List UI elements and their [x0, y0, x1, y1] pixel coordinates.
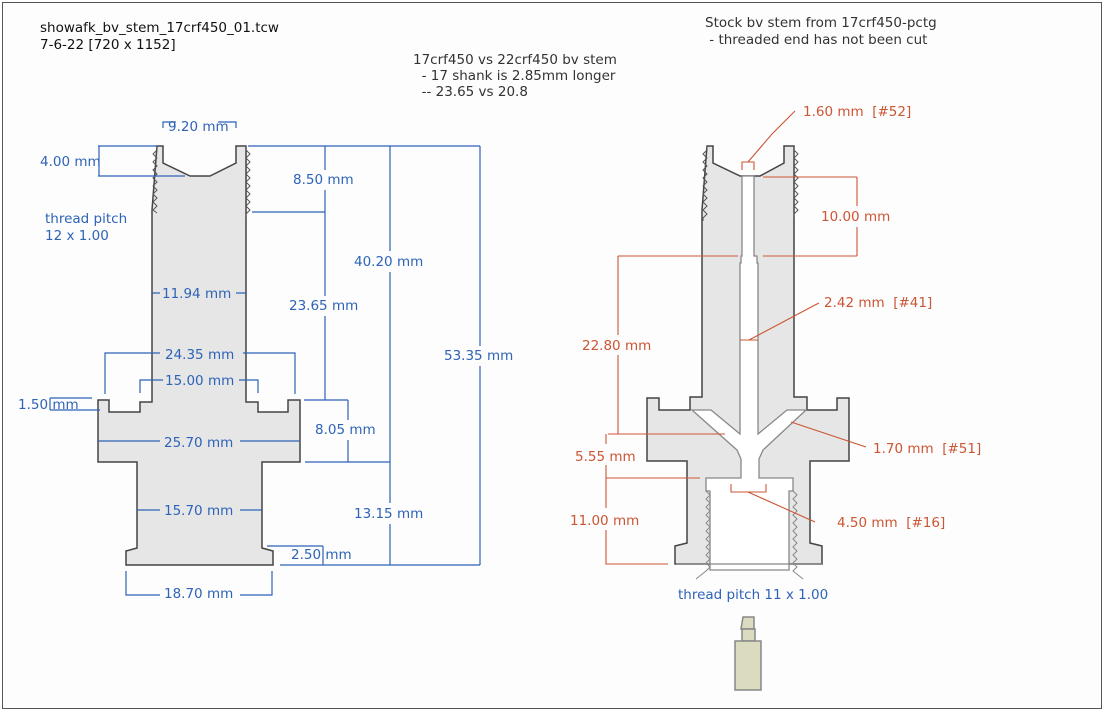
left-dimension-labels: 9.20 mm 4.00 mm thread pitch 12 x 1.00 8…	[18, 119, 513, 602]
valve-insert-part	[734, 616, 762, 691]
dim-shank-length: 23.65 mm	[289, 298, 358, 314]
dim-flange-dia: 25.70 mm	[164, 435, 233, 451]
dim-top-width: 9.20 mm	[168, 119, 229, 135]
dim-base-dia: 15.70 mm	[164, 503, 233, 519]
left-stem-part	[97, 145, 301, 566]
thread-pitch-label: thread pitch	[45, 211, 127, 227]
dim-cup-depth: 4.00 mm	[40, 154, 101, 170]
dim-thread-length: 8.50 mm	[293, 172, 354, 188]
dim-foot-height: 2.50 mm	[291, 547, 352, 563]
dim-thread-depth: 11.00 mm	[570, 513, 639, 529]
right-dimension-lines	[605, 110, 867, 565]
dim-to-flange: 40.20 mm	[354, 254, 423, 270]
dim-foot-dia: 18.70 mm	[164, 586, 233, 602]
left-dimension-lines	[49, 121, 481, 596]
right-thread-pitch: thread pitch 11 x 1.00	[678, 587, 828, 603]
dim-shank-dia: 11.94 mm	[162, 286, 231, 302]
note-comparison-1: 17crf450 vs 22crf450 bv stem	[413, 52, 617, 68]
dim-base-length: 13.15 mm	[354, 506, 423, 522]
file-title: showafk_bv_stem_17crf450_01.tcw	[40, 20, 279, 36]
dim-chamber: 5.55 mm	[575, 449, 636, 465]
right-stem-part	[646, 145, 850, 580]
note-comparison-2: - 17 shank is 2.85mm longer	[413, 68, 616, 84]
right-dimension-labels: 1.60 mm [#52] 10.00 mm 2.42 mm [#41] 22.…	[570, 104, 981, 603]
file-date: 7-6-22 [720 x 1152]	[40, 37, 176, 53]
dim-lip: 1.50 mm	[18, 397, 79, 413]
dim-groove-inner: 15.00 mm	[165, 373, 234, 389]
dim-top-hole-depth: 10.00 mm	[821, 209, 890, 225]
dim-angled-holes: 1.70 mm [#51]	[873, 441, 981, 457]
dim-bore: 2.42 mm [#41]	[824, 295, 932, 311]
note-comparison-3: -- 23.65 vs 20.8	[413, 84, 528, 100]
dim-bore-depth: 22.80 mm	[582, 338, 651, 354]
dim-groove-outer: 24.35 mm	[165, 347, 234, 363]
note-stock-2: - threaded end has not been cut	[705, 32, 927, 48]
dim-top-hole: 1.60 mm [#52]	[803, 104, 911, 120]
dim-overall: 53.35 mm	[444, 348, 513, 364]
note-stock-1: Stock bv stem from 17crf450-pctg	[705, 15, 937, 31]
dim-counterbore: 4.50 mm [#16]	[837, 515, 945, 531]
thread-pitch-value: 12 x 1.00	[45, 228, 109, 244]
dim-flange-height: 8.05 mm	[315, 422, 376, 438]
